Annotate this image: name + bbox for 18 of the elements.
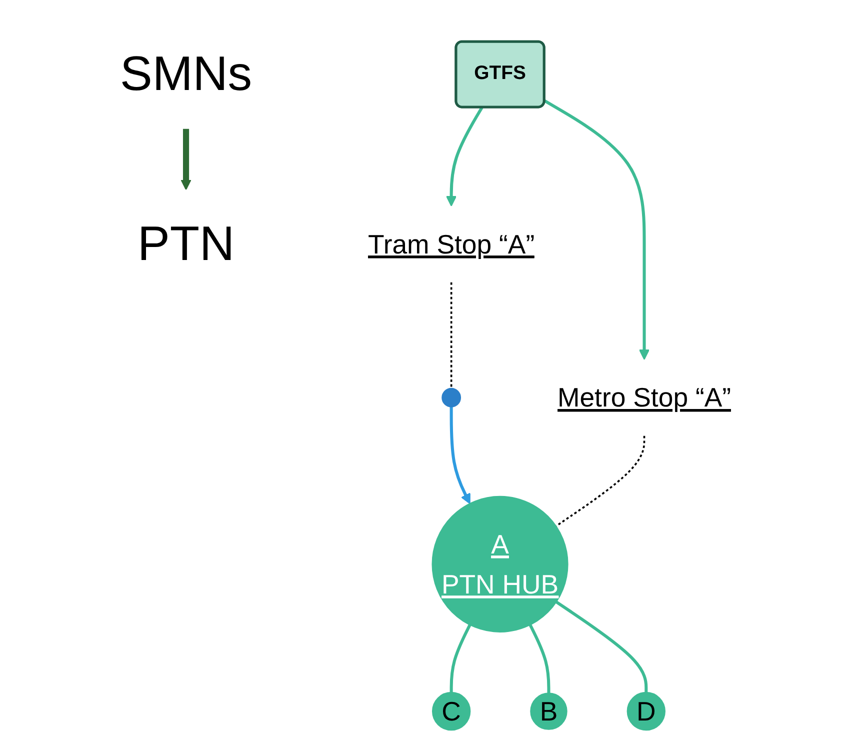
node-text: PTN <box>137 217 235 271</box>
node-circle <box>442 388 462 408</box>
node-text: SMNs <box>120 48 252 101</box>
arrow <box>446 106 484 206</box>
connector <box>555 436 646 527</box>
node-circle: C <box>432 692 471 731</box>
arrow <box>544 100 650 360</box>
connector <box>528 624 550 694</box>
node-text: Tram Stop “A” <box>368 228 535 260</box>
node-circle: B <box>530 692 568 730</box>
arrow <box>180 128 192 190</box>
connector <box>450 282 452 389</box>
connector <box>555 600 648 693</box>
arrow <box>450 406 470 504</box>
node-circle: A PTN HUB <box>432 496 568 632</box>
node-circle: D <box>626 692 666 731</box>
node-text: Metro Stop “A” <box>557 382 732 413</box>
connector <box>450 624 472 693</box>
